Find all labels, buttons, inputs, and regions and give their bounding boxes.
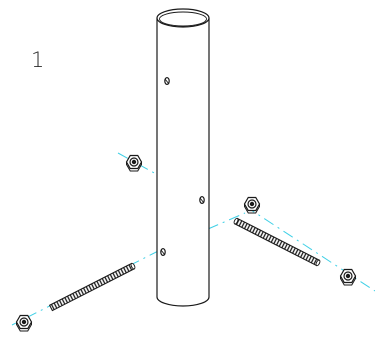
- hex-nut-icon: [125, 154, 143, 172]
- step-number: 1: [31, 48, 45, 72]
- hex-nut-icon: [243, 196, 261, 214]
- hex-nut-icon: [339, 268, 357, 286]
- tube-icon: [156, 8, 210, 307]
- hex-nut-icon: [15, 314, 33, 332]
- threaded-rod-left: [48, 262, 136, 312]
- threaded-rod-right: [233, 217, 321, 267]
